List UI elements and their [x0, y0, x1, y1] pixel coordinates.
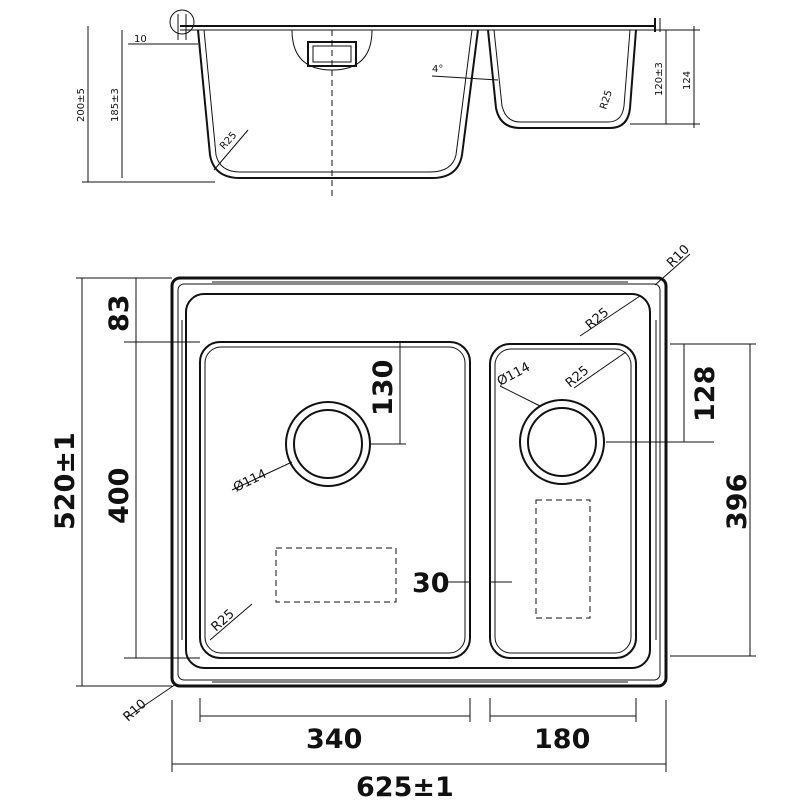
r25-left-text: R25 — [218, 130, 239, 152]
dim-bowl2-depth-text: 396 — [722, 474, 753, 530]
r25-right-text: R25 — [598, 89, 615, 111]
r25-inner-leader — [579, 295, 641, 337]
small-drain-inner — [527, 407, 597, 477]
r10-top-text: R10 — [664, 242, 693, 271]
dim-drain2-text: 128 — [690, 366, 721, 422]
large-drain-inner — [293, 409, 363, 479]
r10-top-leader — [654, 253, 691, 286]
r25-large-leader — [209, 603, 253, 641]
small-bowl-inner — [493, 29, 631, 123]
side-view: 10 200±5 185±3 R25 4° R25 120±3 124 — [76, 9, 700, 200]
detail-circle — [169, 9, 195, 35]
top-view: R10 R25 R25 Ø114 Ø114 R25 R10 520±1 83 4… — [50, 242, 756, 800]
r25-small-text: R25 — [563, 363, 592, 391]
sink-outer-frame-inner — [177, 283, 661, 681]
r10-bottom-text: R10 — [121, 697, 150, 725]
large-bowl-inner — [204, 346, 466, 654]
dim-bowl1-depth-text: 400 — [104, 468, 135, 524]
dim-total-width-text: 625±1 — [356, 772, 454, 800]
dim-drain1-text: 130 — [368, 360, 399, 416]
draft-angle-text: 4° — [432, 64, 443, 75]
dim-overall-height-text: 200±5 — [76, 88, 87, 122]
dim-bowl2-width-text: 180 — [534, 724, 590, 755]
r25-left-leader — [213, 129, 249, 171]
small-bowl — [489, 343, 637, 659]
large-bowl-dashed-rect — [275, 547, 397, 603]
dim-small-total-text: 124 — [682, 71, 693, 90]
small-bowl-inner — [494, 348, 632, 654]
dim-flange-text: 10 — [134, 34, 147, 45]
small-bowl-dashed-rect — [535, 499, 591, 619]
dim-small-height-text: 120±3 — [654, 62, 665, 96]
dia-large-text: Ø114 — [231, 467, 269, 496]
dim-front-margin-text: 83 — [104, 294, 135, 332]
dim-bowl1-width-text: 340 — [306, 724, 362, 755]
dia-small-leader — [499, 385, 541, 407]
sink-inner-rim — [185, 293, 651, 669]
dim-divider-text: 30 — [412, 568, 450, 599]
large-drain-outer — [285, 401, 371, 487]
r25-small-leader — [573, 351, 627, 389]
r25-large-text: R25 — [209, 607, 238, 635]
small-bowl-profile — [487, 29, 637, 129]
sink-outer-frame — [170, 276, 668, 688]
small-drain-outer — [519, 399, 605, 485]
angle-line — [431, 75, 499, 81]
large-bowl-inner — [203, 29, 473, 173]
dim-total-depth-text: 520±1 — [50, 432, 81, 530]
r25-inner-text: R25 — [583, 305, 612, 333]
r10-bottom-leader — [125, 683, 177, 719]
large-bowl — [199, 341, 471, 659]
dia-small-text: Ø114 — [495, 360, 533, 390]
dim-bowl-height-text: 185±3 — [110, 88, 121, 122]
dia-large-leader — [231, 461, 293, 491]
large-bowl-profile — [197, 29, 479, 179]
